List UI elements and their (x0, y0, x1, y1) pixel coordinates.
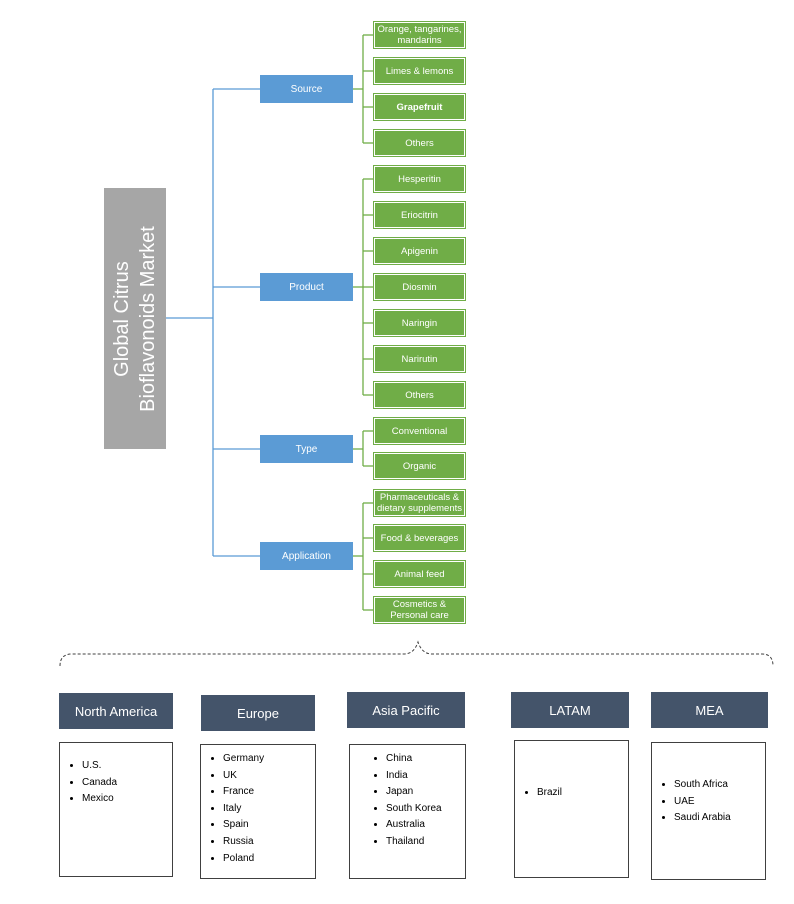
leaf-source-limes: Limes & lemons (373, 57, 466, 85)
region-header-asia-pacific: Asia Pacific (347, 692, 465, 728)
leaf-product-narirutin: Narirutin (373, 345, 466, 373)
leaf-application-food: Food & beverages (373, 524, 466, 552)
list-item: China (386, 751, 465, 768)
region-box-north-america: U.S. Canada Mexico (59, 742, 173, 877)
list-item: India (386, 768, 465, 785)
list-item: Japan (386, 784, 465, 801)
region-header-latam: LATAM (511, 692, 629, 728)
list-item: Mexico (82, 791, 172, 808)
leaf-product-hesperitin: Hesperitin (373, 165, 466, 193)
leaf-source-orange: Orange, tangarines, mandarins (373, 21, 466, 49)
category-type: Type (260, 435, 353, 463)
list-item: Saudi Arabia (674, 810, 765, 827)
region-box-mea: South Africa UAE Saudi Arabia (651, 742, 766, 880)
leaf-source-others: Others (373, 129, 466, 157)
region-box-asia-pacific: China India Japan South Korea Australia … (349, 744, 466, 879)
leaf-product-apigenin: Apigenin (373, 237, 466, 265)
list-item: South Korea (386, 801, 465, 818)
list-item: Poland (223, 851, 315, 868)
category-application: Application (260, 542, 353, 570)
list-item: France (223, 784, 315, 801)
list-item: Thailand (386, 834, 465, 851)
list-item: Italy (223, 801, 315, 818)
region-brace (59, 640, 774, 667)
leaf-type-organic: Organic (373, 452, 466, 480)
leaf-product-others: Others (373, 381, 466, 409)
leaf-application-pharma: Pharmaceuticals & dietary supplements (373, 489, 466, 517)
list-item: UK (223, 768, 315, 785)
region-header-mea: MEA (651, 692, 768, 728)
region-header-europe: Europe (201, 695, 315, 731)
list-item: Brazil (537, 785, 628, 802)
country-list: U.S. Canada Mexico (60, 758, 172, 808)
leaf-type-conventional: Conventional (373, 417, 466, 445)
region-box-europe: Germany UK France Italy Spain Russia Pol… (200, 744, 316, 879)
region-header-north-america: North America (59, 693, 173, 729)
leaf-application-cosmetics: Cosmetics & Personal care (373, 596, 466, 624)
category-source: Source (260, 75, 353, 103)
leaf-product-eriocitrin: Eriocitrin (373, 201, 466, 229)
list-item: Australia (386, 817, 465, 834)
list-item: UAE (674, 794, 765, 811)
leaf-source-grapefruit: Grapefruit (373, 93, 466, 121)
leaf-product-naringin: Naringin (373, 309, 466, 337)
category-product: Product (260, 273, 353, 301)
region-box-latam: Brazil (514, 740, 629, 878)
country-list: Germany UK France Italy Spain Russia Pol… (201, 751, 315, 867)
root-title-line1: Global Citrus (111, 260, 133, 377)
list-item: Canada (82, 775, 172, 792)
root-node: Global Citrus Bioflavonoids Market (104, 188, 166, 449)
leaf-product-diosmin: Diosmin (373, 273, 466, 301)
list-item: South Africa (674, 777, 765, 794)
leaf-application-animal-feed: Animal feed (373, 560, 466, 588)
country-list: Brazil (515, 785, 628, 802)
country-list: China India Japan South Korea Australia … (350, 751, 465, 851)
list-item: Russia (223, 834, 315, 851)
country-list: South Africa UAE Saudi Arabia (652, 777, 765, 827)
list-item: Germany (223, 751, 315, 768)
root-title-line2: Bioflavonoids Market (137, 225, 159, 412)
root-title: Global Citrus Bioflavonoids Market (109, 188, 161, 449)
list-item: U.S. (82, 758, 172, 775)
list-item: Spain (223, 817, 315, 834)
